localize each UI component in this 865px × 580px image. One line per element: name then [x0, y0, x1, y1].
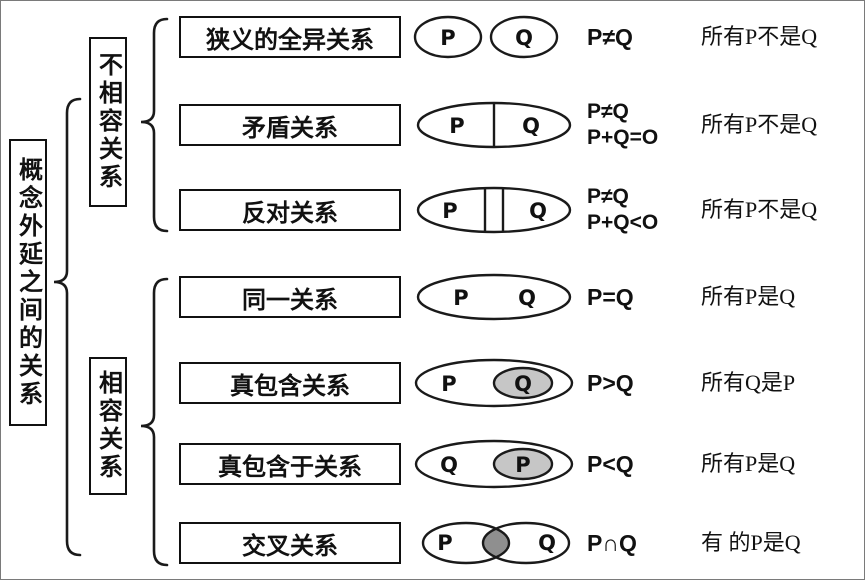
venn-label-q: Q	[518, 286, 536, 310]
relation-box-disjoint: 狭义的全异关系	[179, 16, 401, 58]
ellipse-q	[481, 521, 571, 565]
venn-label-q: Q	[538, 531, 556, 555]
desc-disjoint: 所有P不是Q	[701, 24, 818, 49]
ellipse-p	[421, 521, 511, 565]
formula-contrary: P≠Q P+Q<O	[587, 184, 658, 236]
formula-contradiction: P≠Q P+Q=O	[587, 99, 658, 151]
venn-label-p: P	[440, 26, 455, 50]
relation-label-disjoint: 狭义的全异关系	[206, 26, 374, 54]
brace-root	[53, 97, 82, 557]
venn-contained: Q P	[414, 439, 574, 489]
ellipse-inner-shaded	[492, 447, 554, 481]
desc-identity: 所有P是Q	[701, 284, 796, 309]
desc-contrary: 所有P不是Q	[701, 197, 818, 222]
venn-identity: P Q	[416, 273, 572, 321]
formula-line-1: P≠Q	[587, 100, 629, 123]
venn-label-q: Q	[515, 26, 533, 50]
desc-overlap: 有 的P是Q	[701, 530, 801, 555]
desc-contained: 所有P是Q	[701, 451, 796, 476]
relation-box-contrary: 反对关系	[179, 189, 401, 231]
venn-overlap: P Q	[421, 521, 571, 565]
venn-label-inner: Q	[514, 372, 532, 396]
formula-identity: P=Q	[587, 284, 634, 310]
relation-box-contradiction: 矛盾关系	[179, 104, 401, 146]
formula-line-2: P+Q<O	[587, 211, 659, 234]
brace-incompatible-group	[140, 17, 169, 233]
ellipse-q	[489, 15, 559, 59]
formula-line-1: P≠Q	[587, 24, 633, 50]
venn-label-p: P	[449, 114, 464, 138]
formula-disjoint: P≠Q	[587, 24, 633, 50]
venn-label-outer: Q	[440, 453, 458, 477]
relation-label-contained: 真包含于关系	[218, 453, 362, 481]
venn-label-q: Q	[529, 199, 547, 223]
relation-box-identity: 同一关系	[179, 276, 401, 318]
formula-line-1: P=Q	[587, 284, 634, 310]
relation-label-contrary: 反对关系	[242, 199, 338, 227]
venn-label-outer: P	[441, 372, 456, 396]
venn-contrary: P Q	[416, 186, 572, 234]
root-title: 概念外延之间的关系	[14, 156, 42, 409]
formula-line-1: P<Q	[587, 451, 634, 477]
formula-line-1: P≠Q	[587, 185, 629, 208]
group-incompatible-box: 不相容关系	[89, 37, 127, 207]
relation-label-overlap: 交叉关系	[242, 532, 338, 560]
ellipse-universe	[416, 186, 572, 234]
group-incompatible-label: 不相容关系	[94, 52, 122, 192]
ellipse-inner-shaded	[492, 366, 554, 400]
formula-contains: P>Q	[587, 370, 634, 396]
group-compatible-label: 相容关系	[94, 370, 122, 482]
formula-contained: P<Q	[587, 451, 634, 477]
venn-label-p: P	[437, 531, 452, 555]
ellipse-p	[413, 15, 483, 59]
relation-box-contains: 真包含关系	[179, 362, 401, 404]
group-compatible-box: 相容关系	[89, 357, 127, 495]
venn-label-p: P	[453, 286, 468, 310]
ellipse-shared	[416, 273, 572, 321]
venn-disjoint: P Q	[413, 15, 559, 59]
venn-label-inner: P	[515, 453, 530, 477]
root-title-box: 概念外延之间的关系	[9, 139, 47, 426]
relation-label-contains: 真包含关系	[230, 372, 350, 400]
desc-contradiction: 所有P不是Q	[701, 112, 818, 137]
venn-label-p: P	[442, 199, 457, 223]
venn-contains: P Q	[414, 358, 574, 408]
desc-contains: 所有Q是P	[701, 370, 796, 395]
relation-label-identity: 同一关系	[242, 286, 338, 314]
formula-line-1: P>Q	[587, 370, 634, 396]
relation-label-contradiction: 矛盾关系	[242, 114, 338, 142]
formula-line-2: P+Q=O	[587, 126, 659, 149]
venn-contradiction: P Q	[416, 101, 572, 149]
brace-compatible-group	[140, 277, 169, 567]
formula-overlap: P∩Q	[587, 530, 637, 556]
venn-label-q: Q	[522, 114, 540, 138]
relation-box-contained: 真包含于关系	[179, 443, 401, 485]
formula-line-1: P∩Q	[587, 530, 637, 556]
relation-box-overlap: 交叉关系	[179, 522, 401, 564]
